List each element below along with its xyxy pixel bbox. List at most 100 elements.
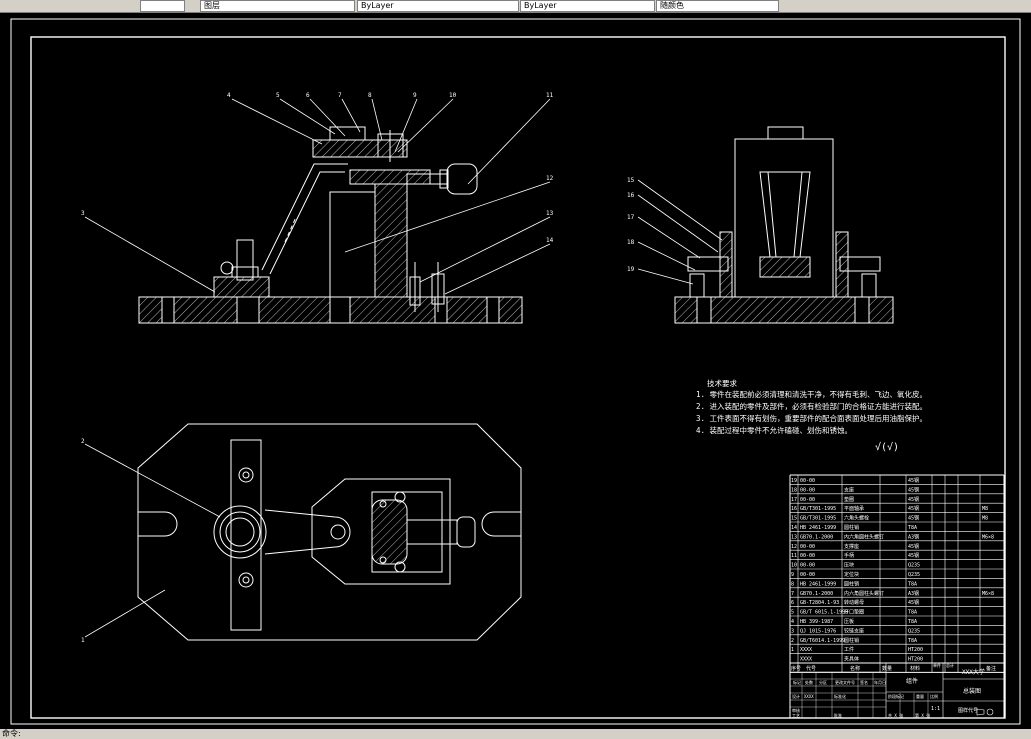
tb-process: 工艺: [792, 713, 800, 718]
bom-row-no: 10: [791, 563, 797, 569]
top-view-leaders: [84, 443, 221, 638]
bom-header-material: 材料: [910, 665, 920, 672]
bom-row-no: 3: [791, 628, 794, 634]
bom-row-no: 1: [791, 647, 794, 653]
roughness-symbol: √(√): [875, 441, 899, 453]
bom-row-code: HB 2461-1999: [800, 525, 836, 531]
bom-row-name: 内六角圆柱头螺钉: [844, 590, 884, 597]
bom-row-code: 00-00: [800, 497, 815, 503]
bom-row-code: 00-00: [800, 572, 815, 578]
bom-row-no: 7: [791, 591, 794, 597]
bom-row-name: 圆柱销: [844, 637, 859, 644]
balloon-13: 13: [546, 210, 554, 217]
balloon-4: 4: [227, 92, 231, 99]
plotstyle-combo[interactable]: 随颜色: [656, 0, 779, 12]
side-view-leaders: [637, 179, 723, 285]
bom-row-no: 5: [791, 610, 794, 616]
bom-row-no: 6: [791, 600, 794, 606]
linetype-combo[interactable]: ByLayer: [357, 0, 519, 12]
bom-header-single: 单件: [933, 662, 941, 668]
bom-row-no: 13: [791, 534, 797, 540]
bom-row-code: QJ 1015-1976: [800, 628, 836, 634]
bom-row-note: M8: [982, 516, 988, 522]
bom-row-code: HB 399-1987: [800, 619, 833, 625]
outer-frame: [10, 18, 1021, 725]
bom-row-name: 铰链支座: [844, 627, 864, 634]
balloon-9: 9: [413, 92, 417, 99]
bom-row-code: GB/T6014.1-1999: [800, 638, 845, 644]
bom-row-no: 16: [791, 506, 797, 512]
drawing-canvas[interactable]: 4 5 6 7 8 9 10 11 12 13 14 3 1: [0, 12, 1031, 729]
bom-row-name: 六角头螺栓: [844, 515, 869, 522]
bom-row-code: XXXX: [800, 657, 812, 663]
bom-row-material: T8A: [908, 581, 917, 587]
bom-row-code: 00-00: [800, 544, 815, 550]
tech-title: 技术要求: [707, 378, 737, 388]
tech-line-4: 4. 装配过程中零件不允许磕碰、划伤和锈蚀。: [696, 425, 852, 435]
bom-row-material: Q235: [908, 572, 920, 578]
bom-row-name: 圆柱销: [844, 524, 859, 531]
layer-icon[interactable]: [140, 0, 185, 12]
toolbar: 图层 ByLayer ByLayer 随颜色: [0, 0, 1031, 13]
balloon-6: 6: [306, 92, 310, 99]
front-view-leaders: [84, 98, 551, 295]
bom-row-note: M8: [982, 506, 988, 512]
projection-cone-icon: [976, 708, 985, 716]
tb-school: XXX大学: [962, 668, 985, 676]
bom-header-no: 序号: [791, 665, 801, 672]
bom-row-no: 8: [791, 581, 794, 587]
bom-row-name: 垫圈: [844, 496, 854, 503]
bom-row-code: 00-00: [800, 487, 815, 493]
balloon-19: 19: [627, 266, 635, 273]
tb-weight: 重量: [916, 693, 924, 699]
balloon-17: 17: [627, 214, 635, 221]
bom-row-name: 定位块: [844, 571, 859, 578]
lineweight-combo[interactable]: ByLayer: [520, 0, 655, 12]
bom-row-name: 夹具体: [844, 656, 859, 663]
balloon-14: 14: [546, 237, 554, 244]
bom-row-code: HB 2461-1999: [800, 581, 836, 587]
top-view: [137, 423, 522, 641]
layer-combo[interactable]: 图层: [200, 0, 355, 12]
bom-header-total: 总计: [946, 662, 954, 668]
tb-marker: 标记: [793, 679, 801, 685]
tb-date: 年月日: [874, 679, 886, 685]
tb-count: 处数: [805, 679, 813, 685]
tb-review: 审核: [792, 707, 800, 713]
bom-row-no: 9: [791, 572, 794, 578]
front-view: [138, 126, 523, 324]
bom-row-code: 00-00: [800, 553, 815, 559]
command-line[interactable]: 命令:: [0, 729, 1031, 739]
bom-header-code: 代号: [806, 665, 816, 672]
bom-row-code: GB70.1-2000: [800, 591, 833, 597]
bom-row-name: 圆柱销: [844, 580, 859, 587]
bom-row-code: 00-00: [800, 563, 815, 569]
tb-change-no: 更改文件号: [835, 679, 855, 685]
tb-drawing-title: 总装图: [963, 687, 981, 695]
bom-row-material: T8A: [908, 638, 917, 644]
balloon-10: 10: [449, 92, 457, 99]
bom-row-material: 45钢: [908, 486, 919, 493]
bom-row-code: GB-T2804.1-93: [800, 600, 839, 606]
bom-row-code: XXXX: [800, 647, 812, 653]
bom-row-material: A3钢: [908, 533, 919, 540]
side-view: [674, 126, 894, 324]
bom-row-material: 45钢: [908, 543, 919, 550]
balloon-18: 18: [627, 239, 635, 246]
balloon-15: 15: [627, 177, 635, 184]
tb-design-name: XXXX: [804, 694, 814, 699]
balloon-12: 12: [546, 175, 554, 182]
tb-sheet2: 第 X 张: [915, 712, 930, 718]
balloon-16: 16: [627, 192, 635, 199]
front-view-balloon-labels: 4 5 6 7 8 9 10 11 12 13 14 3: [81, 92, 554, 244]
tb-drawing-no: 图样代号: [958, 707, 978, 714]
balloon-1: 1: [81, 637, 85, 644]
projection-symbol-icon: [986, 708, 994, 716]
bom-row-name: 压块: [844, 562, 854, 569]
bom-row-note: M6×8: [982, 534, 994, 540]
bom-row-name: 平面轴承: [844, 505, 864, 512]
tb-ratio-label: 比例: [930, 693, 938, 699]
balloon-2: 2: [81, 438, 85, 445]
bom-row-no: 14: [791, 525, 797, 531]
